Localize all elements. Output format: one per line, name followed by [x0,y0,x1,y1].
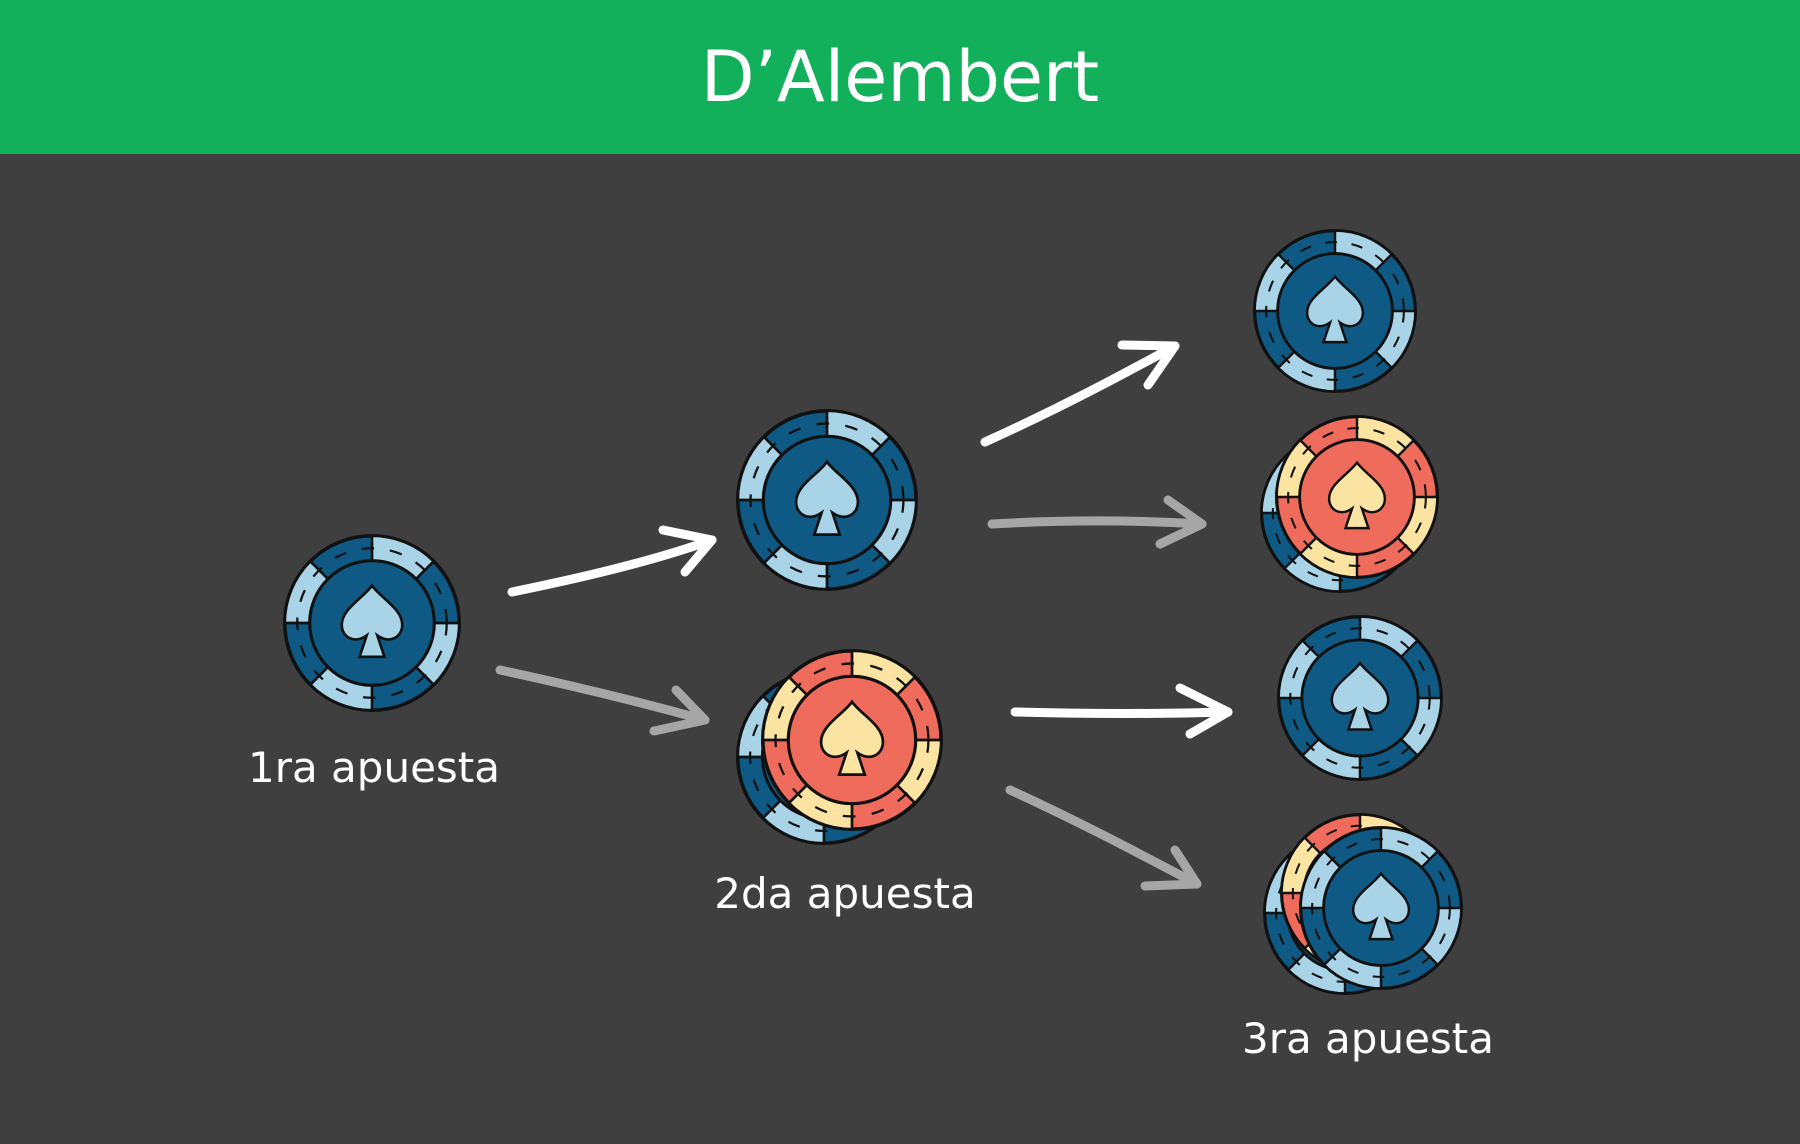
arrow-win-2b [1010,683,1233,739]
arrow-loss-2a [987,495,1207,549]
label-bet1: 1ra apuesta [248,743,500,792]
arrow-loss-1 [495,665,710,736]
chip-bet3-loss-loss-stack [1263,812,1463,995]
arrow-win-1 [507,525,717,597]
page-title: D’Alembert [700,36,1100,118]
chip-bet2-loss-stack [736,649,943,845]
chip-bet1 [282,534,462,712]
chip-bet3-win-win [1253,228,1417,393]
label-bet2: 2da apuesta [714,869,975,918]
chip-bet3-win-loss-stack [1259,415,1439,594]
label-bet3: 3ra apuesta [1242,1014,1494,1063]
header-bar: D’Alembert [0,0,1800,154]
arrow-win-2a [980,340,1180,447]
chip-bet3-loss-win [1277,614,1443,782]
chip-bet2-win [736,409,918,591]
arrow-loss-2b [1005,785,1202,891]
